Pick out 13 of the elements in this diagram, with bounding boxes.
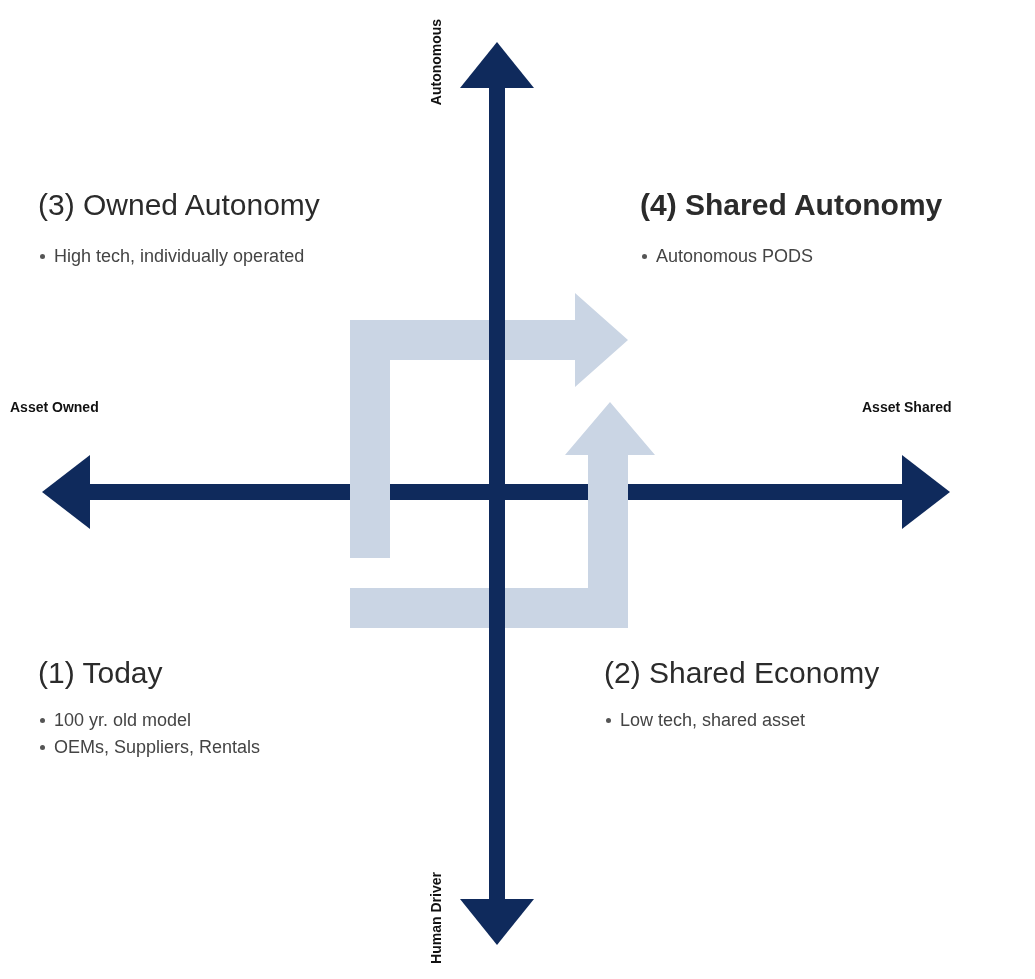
quadrant-heading: (2) Shared Economy — [604, 656, 880, 690]
quadrant-heading: (1) Today — [38, 656, 163, 690]
axis-label: Autonomous — [428, 18, 444, 106]
bullet-text: OEMs, Suppliers, Rentals — [54, 737, 261, 758]
quadrant-heading: (4) Shared Autonomy — [640, 188, 943, 222]
bullet-text: Autonomous PODS — [656, 246, 814, 267]
quadrant-heading: (3) Owned Autonomy — [38, 188, 320, 222]
axis-label: Human Driver — [428, 872, 444, 964]
bullet-text: Low tech, shared asset — [620, 710, 806, 731]
bullet-text: 100 yr. old model — [54, 710, 192, 731]
axis-label: Asset Owned — [10, 399, 99, 415]
bullet-text: High tech, individually operated — [54, 246, 305, 267]
axis-label: Asset Shared — [862, 399, 952, 415]
